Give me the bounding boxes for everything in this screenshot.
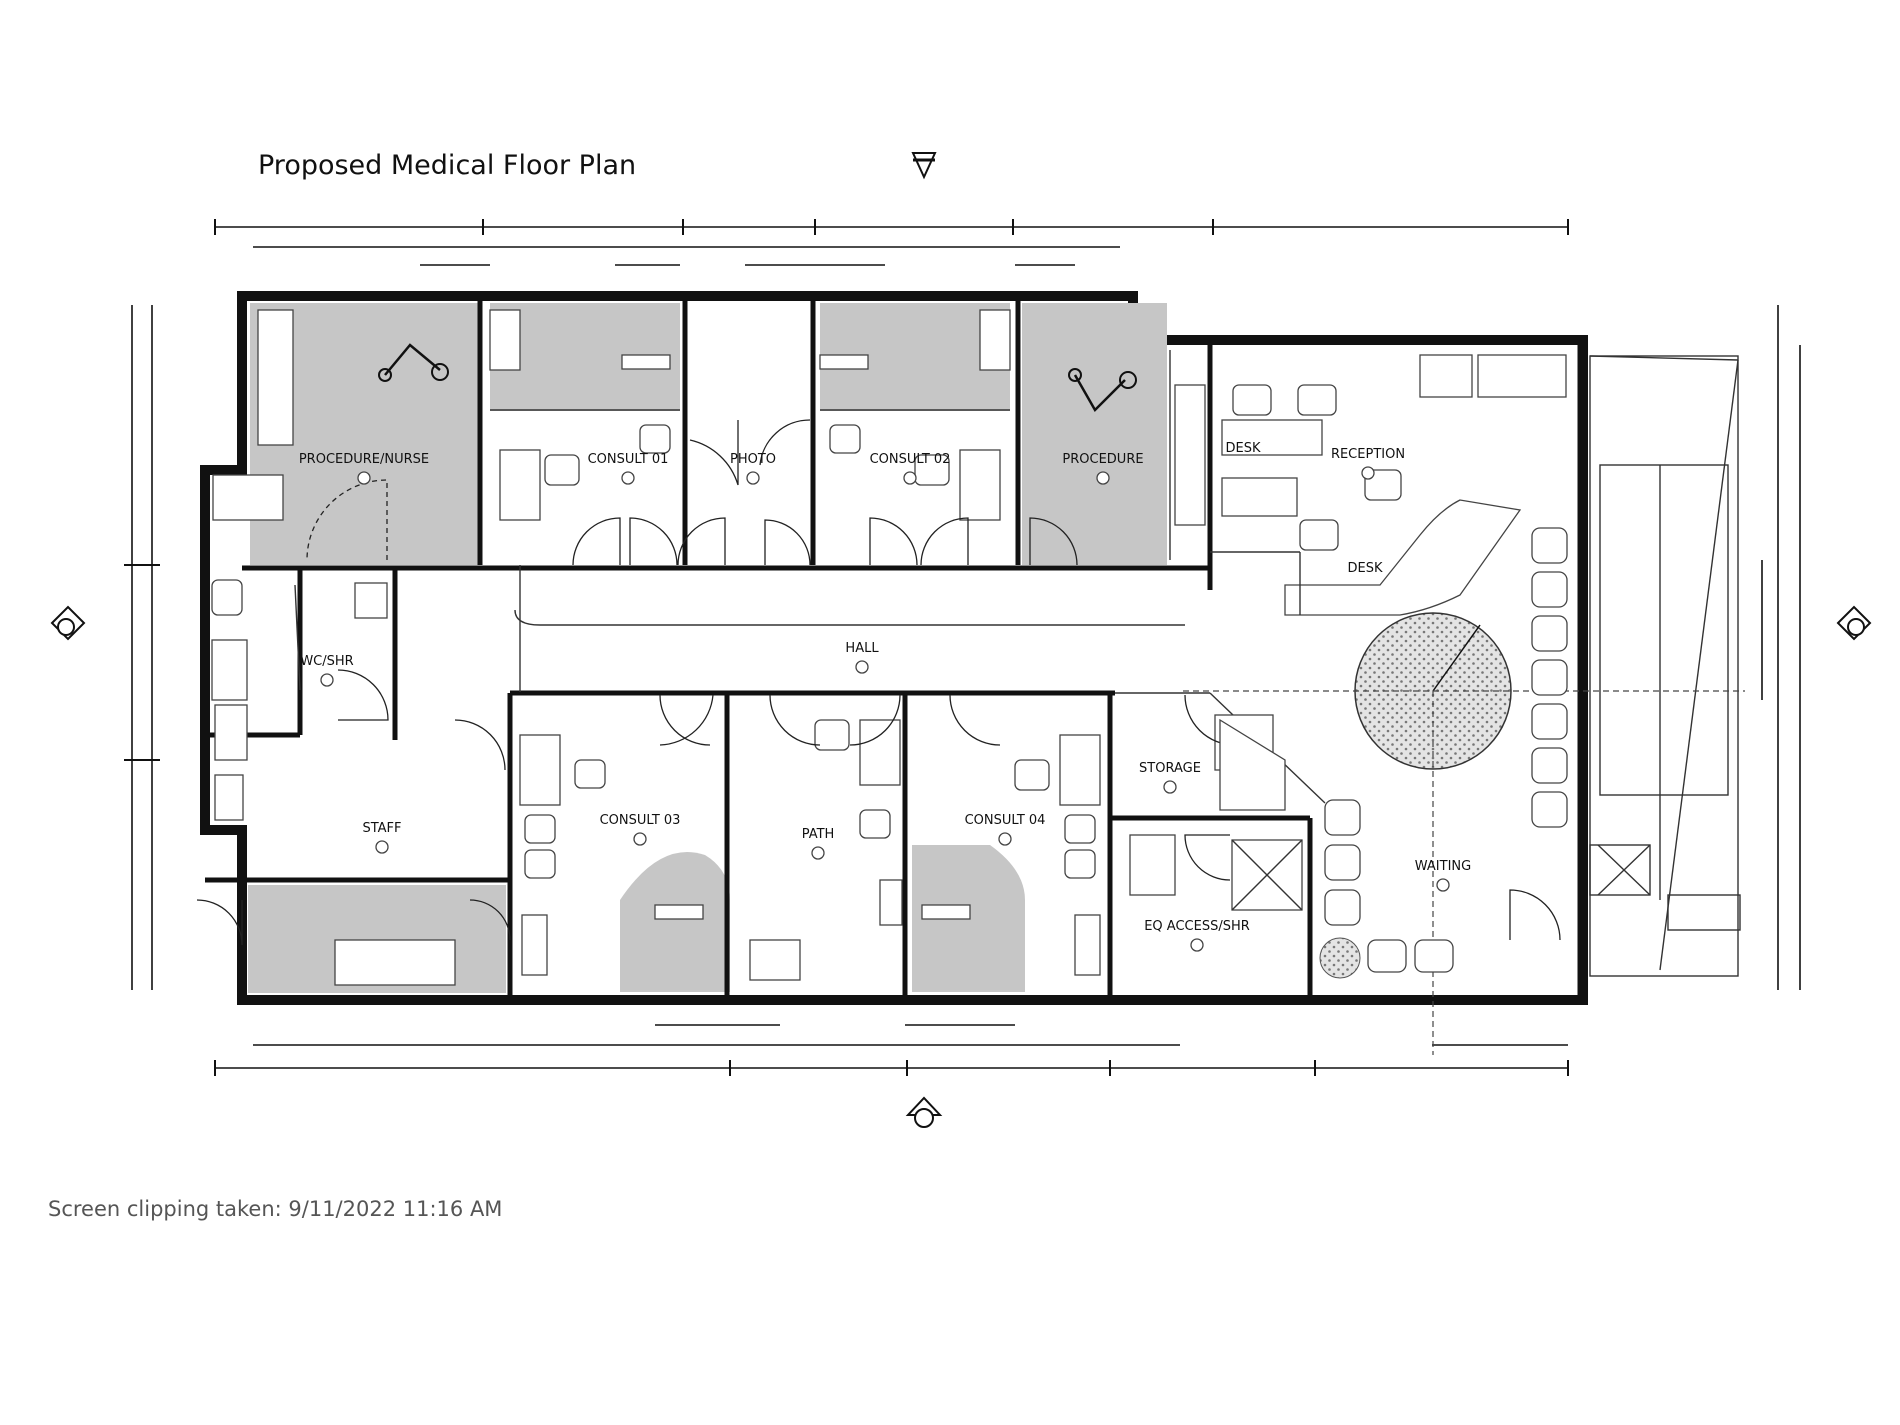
consult-furniture	[499, 384, 1402, 981]
top-right-fixtures	[1419, 354, 1567, 398]
room-label-consult-04: CONSULT 04	[965, 813, 1046, 828]
interior-walls	[205, 296, 1583, 1000]
section-marker-top	[911, 152, 937, 180]
room-label-waiting: WAITING	[1415, 859, 1471, 874]
room-label-desk-right: DESK	[1347, 561, 1382, 576]
wc-shower-fixtures	[211, 474, 388, 821]
room-label-procedure: PROCEDURE	[1062, 452, 1143, 467]
section-marker-left	[50, 605, 86, 641]
dimension-lines	[124, 219, 1801, 1076]
room-label-procedure-nurse: PROCEDURE/NURSE	[299, 452, 429, 467]
beds	[378, 343, 1137, 920]
page-title: Proposed Medical Floor Plan	[258, 150, 637, 181]
room-label-eq-access-shr: EQ ACCESS/SHR	[1144, 919, 1250, 934]
room-label-wc-shr: WC/SHR	[300, 654, 353, 669]
room-label-desk-left: DESK	[1225, 441, 1260, 456]
room-label-photo: PHOTO	[730, 452, 776, 467]
screen-clipping-note: Screen clipping taken: 9/11/2022 11:16 A…	[48, 1197, 503, 1221]
waiting-chairs	[1319, 527, 1568, 979]
section-marker-bottom	[905, 1096, 943, 1128]
reception-desk	[1210, 419, 1522, 616]
section-marker-right	[1836, 605, 1872, 641]
exterior-ramp	[1589, 355, 1741, 977]
storage-shelving	[1219, 718, 1286, 811]
room-label-consult-03: CONSULT 03	[600, 813, 681, 828]
room-label-hall: HALL	[845, 641, 879, 656]
room-label-consult-02: CONSULT 02	[870, 452, 951, 467]
room-label-consult-01: CONSULT 01	[588, 452, 669, 467]
room-label-storage: STORAGE	[1139, 761, 1201, 776]
room-label-path: PATH	[802, 827, 835, 842]
room-label-reception: RECEPTION	[1331, 447, 1405, 462]
room-label-staff: STAFF	[362, 821, 401, 836]
doors	[196, 419, 1561, 946]
